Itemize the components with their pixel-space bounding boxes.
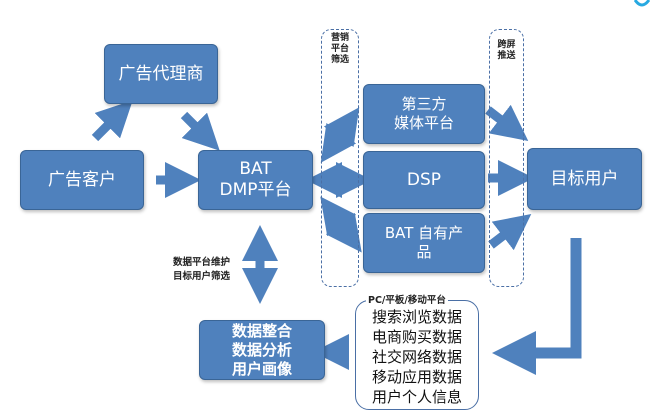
logo-mark-icon [634,0,650,7]
data-sources-frame: 搜索浏览数据 电商购买数据 社交网络数据 移动应用数据 用户个人信息 [355,300,479,410]
node-bat-own-products: BAT 自有产 品 [363,213,485,273]
data-source-item: 移动应用数据 [371,368,462,386]
arrow-target-to-data-frame [492,238,582,375]
arrow-advertiser-to-agency [91,100,133,142]
cross-screen-label: 跨屏 推送 [497,40,516,61]
node-target-user: 目标用户 [527,148,642,210]
marketing-screen-group [321,29,359,287]
arrow-third-party-to-target [485,104,529,141]
node-dsp: DSP [363,151,485,209]
node-third-party-media: 第三方 媒体平台 [363,84,485,144]
data-source-item: 用户个人信息 [371,388,462,406]
marketing-screen-label: 营销 平台 筛选 [330,33,349,65]
cross-screen-group [489,29,524,287]
node-advertiser: 广告客户 [20,150,144,210]
arrow-dmp-third-party [320,107,360,163]
arrow-bat-own-to-target [488,214,532,251]
arrow-dmp-bat-own [320,196,362,253]
data-source-item: 社交网络数据 [371,348,462,366]
data-source-item: 电商购买数据 [371,328,462,346]
data-source-item: 搜索浏览数据 [371,308,462,326]
node-data-integration: 数据整合 数据分析 用户画像 [199,320,325,380]
node-ad-agency: 广告代理商 [104,44,218,104]
data-maintain-label: 数据平台维护 目标用户筛选 [173,257,231,282]
arrow-agency-to-dmp [180,111,220,151]
devices-label: PC/平板/移动平台 [366,292,448,306]
node-bat-dmp: BAT DMP平台 [198,150,313,210]
